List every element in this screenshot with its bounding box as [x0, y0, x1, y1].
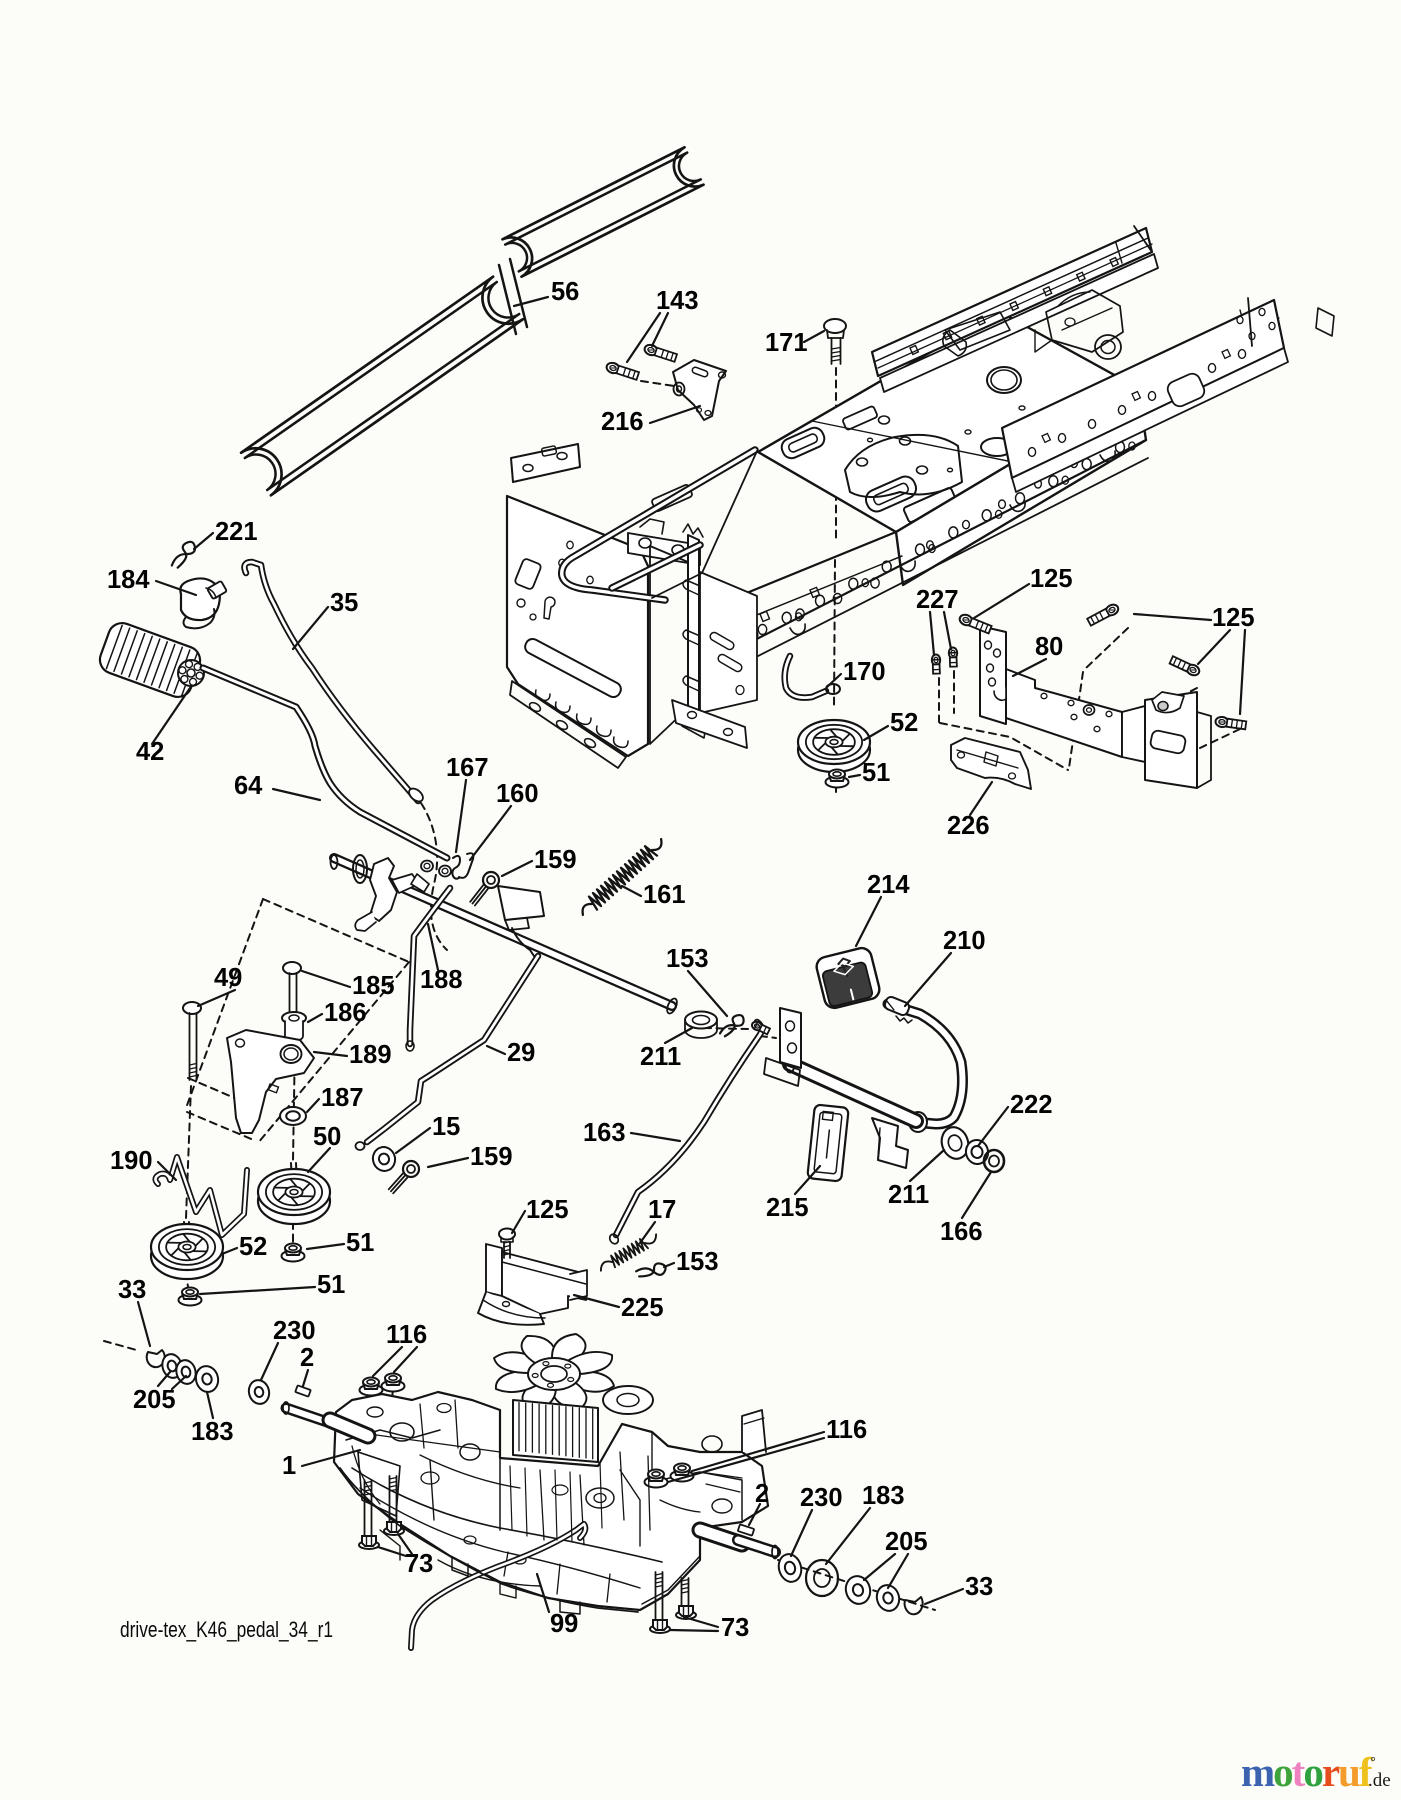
svg-text:226: 226 — [947, 812, 990, 840]
svg-text:227: 227 — [916, 586, 959, 614]
svg-text:183: 183 — [191, 1418, 234, 1446]
svg-text:51: 51 — [346, 1229, 374, 1257]
svg-text:64: 64 — [234, 772, 263, 800]
svg-text:205: 205 — [885, 1528, 928, 1556]
svg-text:125: 125 — [1030, 565, 1073, 593]
svg-text:33: 33 — [118, 1276, 146, 1304]
svg-text:171: 171 — [765, 329, 808, 357]
svg-text:230: 230 — [273, 1317, 316, 1345]
svg-text:116: 116 — [826, 1416, 867, 1444]
svg-text:170: 170 — [843, 658, 886, 686]
svg-text:153: 153 — [666, 945, 709, 973]
svg-text:161: 161 — [643, 881, 686, 909]
svg-text:17: 17 — [648, 1196, 676, 1224]
svg-text:51: 51 — [862, 759, 890, 787]
svg-text:56: 56 — [551, 278, 579, 306]
svg-text:184: 184 — [107, 566, 150, 594]
svg-text:99: 99 — [550, 1610, 578, 1638]
svg-text:80: 80 — [1035, 633, 1063, 661]
svg-text:52: 52 — [239, 1233, 267, 1261]
svg-text:.de: .de — [1368, 1770, 1391, 1791]
svg-text:215: 215 — [766, 1194, 809, 1222]
svg-text:163: 163 — [583, 1119, 626, 1147]
svg-text:motoruf: motoruf — [1241, 1749, 1374, 1795]
svg-text:116: 116 — [386, 1321, 427, 1349]
svg-text:49: 49 — [214, 964, 242, 992]
svg-text:73: 73 — [405, 1550, 433, 1578]
svg-text:51: 51 — [317, 1271, 345, 1299]
svg-text:185: 185 — [352, 972, 395, 1000]
svg-text:153: 153 — [676, 1248, 719, 1276]
svg-text:166: 166 — [940, 1218, 983, 1246]
svg-text:211: 211 — [640, 1043, 681, 1071]
svg-text:29: 29 — [507, 1039, 535, 1067]
svg-text:186: 186 — [324, 999, 367, 1027]
svg-text:189: 189 — [349, 1041, 392, 1069]
svg-text:drive-tex_K46_pedal_34_r1: drive-tex_K46_pedal_34_r1 — [120, 1617, 333, 1642]
svg-text:216: 216 — [601, 408, 644, 436]
svg-text:52: 52 — [890, 709, 918, 737]
svg-text:143: 143 — [656, 287, 699, 315]
svg-text:222: 222 — [1010, 1091, 1053, 1119]
svg-text:15: 15 — [432, 1113, 460, 1141]
svg-text:183: 183 — [862, 1482, 905, 1510]
svg-text:73: 73 — [721, 1614, 749, 1642]
svg-text:1: 1 — [282, 1452, 296, 1480]
svg-text:211: 211 — [888, 1181, 929, 1209]
svg-text:230: 230 — [800, 1484, 843, 1512]
svg-text:225: 225 — [621, 1294, 664, 1322]
svg-text:167: 167 — [446, 754, 489, 782]
svg-text:125: 125 — [1212, 604, 1255, 632]
svg-text:187: 187 — [321, 1084, 364, 1112]
svg-text:35: 35 — [330, 589, 358, 617]
svg-text:159: 159 — [534, 846, 577, 874]
svg-text:205: 205 — [133, 1386, 176, 1414]
svg-text:210: 210 — [943, 927, 986, 955]
svg-text:33: 33 — [965, 1573, 993, 1601]
svg-text:159: 159 — [470, 1143, 513, 1171]
svg-text:125: 125 — [526, 1196, 569, 1224]
svg-text:50: 50 — [313, 1123, 341, 1151]
svg-text:160: 160 — [496, 780, 539, 808]
svg-text:42: 42 — [136, 738, 164, 766]
svg-text:221: 221 — [215, 518, 258, 546]
svg-text:214: 214 — [867, 871, 910, 899]
svg-text:190: 190 — [110, 1147, 153, 1175]
svg-text:188: 188 — [420, 966, 463, 994]
svg-text:2: 2 — [300, 1344, 314, 1372]
svg-text:2: 2 — [755, 1480, 769, 1508]
